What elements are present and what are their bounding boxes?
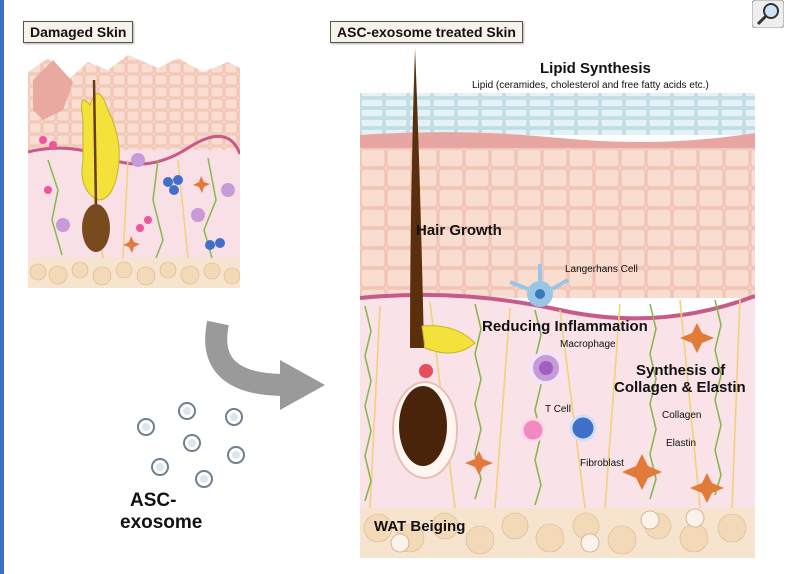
exosome-label-line1: ASC- [130,490,177,511]
damaged-skin-illustration [28,55,240,288]
langerhans-cell-label: Langerhans Cell [565,264,638,275]
fibroblast-label: Fibroblast [580,458,624,469]
reducing-inflammation-label: Reducing Inflammation [482,318,648,335]
left-edge-bar [0,0,4,574]
damaged-skin-title: Damaged Skin [23,21,134,43]
treated-skin-illustration [360,48,755,558]
curved-arrow-icon [205,320,325,410]
magnifier-icon[interactable] [751,0,785,29]
lipid-detail-label: Lipid (ceramides, cholesterol and free f… [472,80,709,91]
collagen-label: Collagen [662,410,702,421]
treated-skin-title: ASC-exosome treated Skin [330,21,523,43]
lipid-synthesis-label: Lipid Synthesis [540,60,651,77]
synthesis-line2-label: Collagen & Elastin [614,379,746,396]
exosome-cluster [137,402,245,488]
t-cell-label: T Cell [545,404,571,415]
macrophage-label: Macrophage [560,339,616,350]
hair-growth-label: Hair Growth [416,222,502,239]
exosome-label-line2: exosome [120,512,203,533]
synthesis-line1-label: Synthesis of [636,362,726,379]
wat-beiging-label: WAT Beiging [374,518,466,535]
elastin-label: Elastin [666,438,697,449]
